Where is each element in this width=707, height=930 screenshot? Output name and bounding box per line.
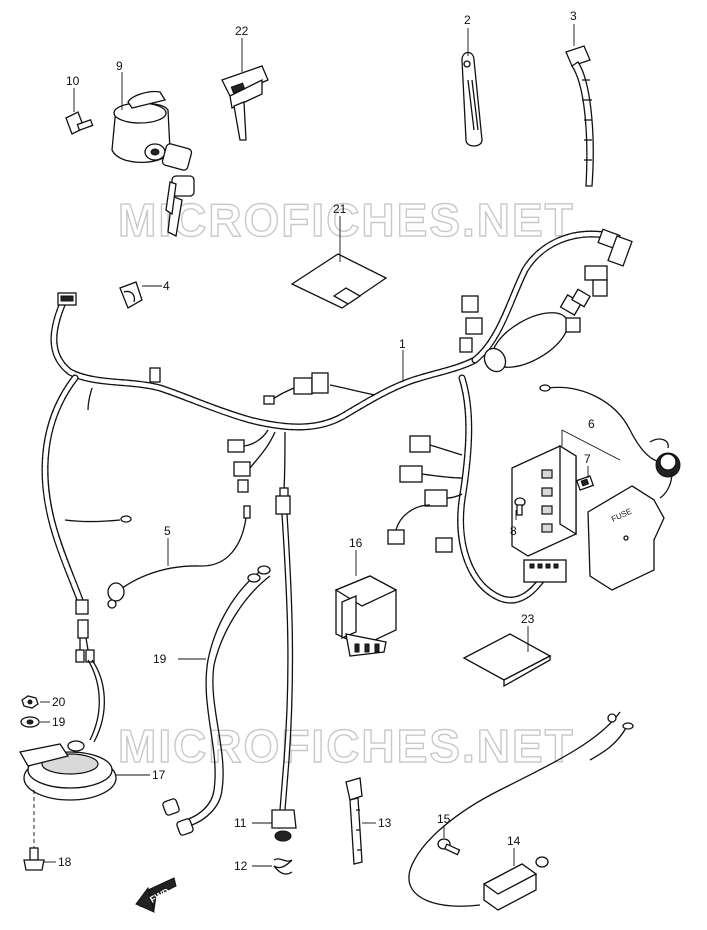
ignition-switch [111,90,195,237]
callout-number: 1 [399,337,406,351]
starter-relay [334,575,398,657]
cable-screw [437,838,461,856]
horn-bolt [23,790,45,871]
fuse-box-wire [539,384,681,499]
callout-number: 9 [116,59,123,73]
spare-key [221,65,269,141]
callout-4: 4 [142,279,170,293]
callout-number: 7 [584,452,591,466]
callout-number: 11 [234,816,247,830]
watermark-top: MICROFICHES.NET [117,193,575,246]
callout-number: 17 [152,768,166,782]
horn [18,659,117,801]
callout-number: 18 [58,855,72,869]
speedometer-cable [408,711,634,911]
watermark-bottom: MICROFICHES.NET [117,719,575,772]
callout-9: 9 [116,59,123,110]
small-clamp [119,281,143,309]
callout-11: 11 [234,816,272,830]
fuse-label-plate [462,633,552,688]
spring-clip [273,858,293,875]
horn-washer [20,716,40,728]
callout-15: 15 [437,812,451,838]
callout-18: 18 [44,855,72,869]
callout-number: 14 [507,834,521,848]
neutral-switch-wire [271,495,297,842]
callout-number: 10 [66,74,80,88]
callout-12: 12 [234,859,272,873]
forward-arrow: FWD [135,877,177,913]
callout-number: 4 [163,279,170,293]
callout-10: 10 [66,74,80,112]
callout-14: 14 [507,834,521,866]
callout-number: 19 [52,715,66,729]
callout-number: 23 [521,612,535,626]
callout-8: 8 [510,510,517,538]
callout-21: 21 [333,202,347,262]
callout-16: 16 [349,536,363,576]
callout-20: 20 [40,695,66,709]
callout-number: 20 [52,695,66,709]
cable-tie [565,45,594,187]
callout-number: 6 [588,417,595,431]
wire-clamp [345,777,363,865]
watermark-bottom-text: MICROFICHES.NET [118,720,575,772]
extension-wire [162,565,271,836]
callout-17: 17 [116,768,166,782]
callout-number: 8 [510,524,517,538]
callout-19-wire: 19 [153,652,206,666]
harness-clamp [461,51,483,147]
callout-number: 19 [153,652,167,666]
fuse-box-screw [514,497,526,516]
callout-23: 23 [521,612,535,652]
callout-1: 1 [399,337,406,382]
harness-sheet [290,253,388,309]
callout-number: 21 [333,202,347,216]
callout-19-washer: 19 [40,715,66,729]
callout-2: 2 [464,13,471,56]
fuse [575,475,595,491]
callout-number: 22 [235,24,249,38]
lead-wire [107,505,251,609]
callout-22: 22 [235,24,249,72]
callout-number: 15 [437,812,451,826]
callout-13: 13 [362,816,392,830]
callout-number: 16 [349,536,363,550]
callout-number: 2 [464,13,471,27]
horn-nut [21,695,39,709]
callout-6: 6 [561,417,621,461]
callout-5: 5 [164,524,171,566]
callout-7: 7 [584,452,591,478]
fuse-box: FUSE [511,444,665,591]
watermark-top-text: MICROFICHES.NET [118,194,575,246]
ignition-screw [65,111,94,135]
callout-number: 5 [164,524,171,538]
callout-number: 3 [570,9,577,23]
callout-number: 12 [234,859,248,873]
callout-3: 3 [570,9,577,46]
main-wiring-harness [41,228,633,663]
callout-number: 13 [378,816,392,830]
